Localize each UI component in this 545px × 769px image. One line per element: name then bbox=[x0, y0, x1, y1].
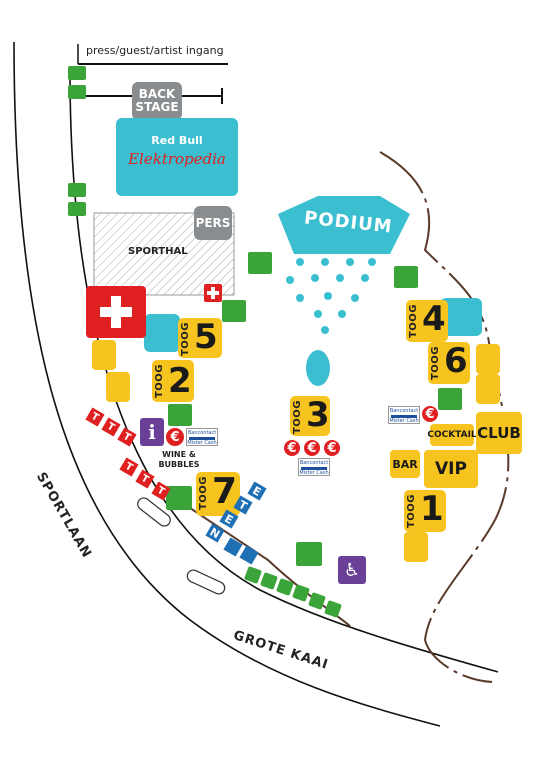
toog-6-number: 6 bbox=[444, 341, 468, 381]
bancontact-sub: Mister Cash bbox=[299, 470, 329, 476]
toog-3-word: TOOG bbox=[292, 400, 303, 435]
euro-icon: € bbox=[304, 440, 320, 456]
euro-icon: € bbox=[422, 406, 438, 422]
entrance-arrow-icon bbox=[68, 183, 86, 197]
emergency-exit-icon bbox=[248, 252, 272, 274]
toilet-icon bbox=[106, 372, 130, 402]
toog-3-number: 3 bbox=[306, 395, 330, 435]
elektropedia-name: Elektropedia bbox=[128, 150, 226, 168]
small-first-aid-icon bbox=[204, 284, 222, 302]
road-marking-1 bbox=[137, 497, 171, 527]
bancontact-sub: Mister Cash bbox=[389, 418, 419, 424]
entrance-arrow-icon bbox=[68, 66, 86, 80]
cocktail-label: COCKTAIL bbox=[427, 424, 477, 446]
redbull-brand: Red Bull bbox=[151, 134, 203, 147]
teal-block-left bbox=[144, 314, 180, 352]
redbull-elektropedia-area: Red Bull Elektropedia bbox=[116, 118, 238, 196]
emergency-exit-icon bbox=[296, 542, 322, 566]
bancontact-logo: Bancontact Mister Cash bbox=[186, 428, 218, 446]
toilet-icon bbox=[476, 374, 500, 404]
toog-5-number: 5 bbox=[194, 317, 218, 357]
bar-label: BAR bbox=[390, 450, 420, 478]
bancontact-logo: Bancontact Mister Cash bbox=[298, 458, 330, 476]
entrance-label: press/guest/artist ingang bbox=[86, 44, 224, 57]
bancontact-name: Bancontact bbox=[389, 408, 419, 414]
toilet-icon bbox=[476, 344, 500, 374]
festival-boundary-left bbox=[174, 497, 351, 627]
emergency-exit-icon bbox=[394, 266, 418, 288]
sporthal-label: SPORTHAL bbox=[128, 246, 188, 257]
emergency-exit-icon bbox=[168, 404, 192, 426]
toog-4-bar: TOOG 4 bbox=[406, 300, 448, 342]
bancontact-name: Bancontact bbox=[299, 460, 329, 466]
bancontact-sub: Mister Cash bbox=[187, 440, 217, 446]
toog-7-word: TOOG bbox=[198, 476, 209, 511]
wine-bubbles-label: WINE & BUBBLES bbox=[158, 450, 200, 469]
toog-7-bar: TOOG 7 bbox=[196, 472, 240, 516]
emergency-exit-icon bbox=[438, 388, 462, 410]
toog-4-number: 4 bbox=[422, 299, 446, 339]
toog-6-word: TOOG bbox=[430, 346, 441, 381]
teal-block-right bbox=[440, 298, 482, 336]
backstage-label: BACK STAGE bbox=[132, 82, 182, 120]
toog-6-bar: TOOG 6 bbox=[428, 342, 470, 384]
toog-2-bar: TOOG 2 bbox=[152, 360, 194, 402]
toog-7-number: 7 bbox=[212, 471, 238, 512]
toog-1-word: TOOG bbox=[406, 494, 417, 529]
first-aid-cross-icon bbox=[86, 286, 146, 338]
entrance-arrow-icon bbox=[68, 85, 86, 99]
bancontact-name: Bancontact bbox=[187, 430, 217, 436]
info-icon: i bbox=[140, 418, 164, 446]
club-label: CLUB bbox=[476, 412, 522, 454]
inner-road-line bbox=[69, 71, 499, 673]
podium-light-drops bbox=[286, 258, 376, 386]
euro-icon: € bbox=[324, 440, 340, 456]
outer-road-line bbox=[13, 41, 441, 727]
toilet-icon bbox=[92, 340, 116, 370]
wheelchair-icon: ♿ bbox=[338, 556, 366, 584]
toog-5-word: TOOG bbox=[180, 322, 191, 357]
toog-2-number: 2 bbox=[168, 361, 192, 401]
emergency-exit-icon bbox=[166, 486, 192, 510]
euro-icon: € bbox=[284, 440, 300, 456]
euro-icon: € bbox=[166, 428, 184, 446]
toog-1-bar: TOOG 1 bbox=[404, 490, 446, 532]
toog-2-word: TOOG bbox=[154, 364, 165, 399]
emergency-exit-icon bbox=[222, 300, 246, 322]
podium-stage bbox=[278, 196, 410, 254]
pers-label: PERS bbox=[194, 206, 232, 240]
entrance-arrow-icon bbox=[68, 202, 86, 216]
vip-label: VIP bbox=[424, 450, 478, 488]
toog-5-bar: TOOG 5 bbox=[178, 318, 222, 358]
toog-4-word: TOOG bbox=[408, 304, 419, 339]
road-marking-2 bbox=[186, 569, 226, 595]
toog-3-bar: TOOG 3 bbox=[290, 396, 330, 436]
toilet-icon bbox=[404, 532, 428, 562]
toog-1-number: 1 bbox=[420, 489, 444, 529]
bancontact-logo: Bancontact Mister Cash bbox=[388, 406, 420, 424]
